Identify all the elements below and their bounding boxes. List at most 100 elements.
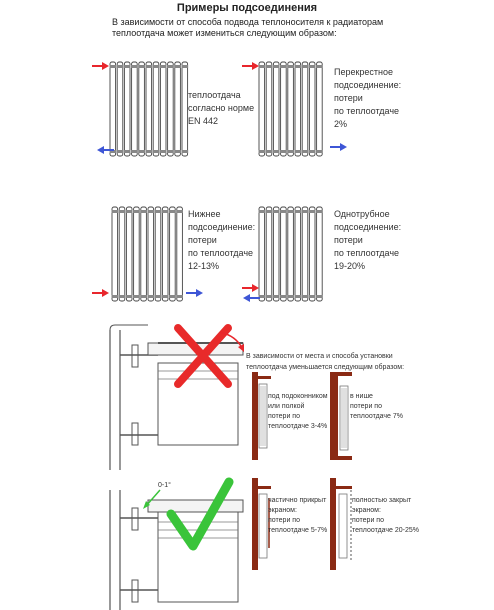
arrow-supply-2 [242,62,259,70]
radiator-collector [109,65,117,68]
radiator-collector [294,65,302,68]
radiator-fin [308,206,316,302]
radiator-collector [145,150,153,153]
radiator-fin [294,206,302,302]
radiator-collector [131,65,138,68]
radiator-fin [109,61,117,157]
radiator-bottom [111,206,183,302]
radiator-collector [294,210,302,213]
radiator-fin [308,61,316,157]
radiator-collector [116,65,124,68]
radiator-collector [138,65,145,68]
radiator-collector [280,210,287,213]
radiator-collector [308,295,316,298]
radiator-collector [287,65,294,68]
intro-text: В зависимости от способа подвода теплоно… [112,17,384,38]
radiator-collector [316,295,323,298]
radiator-fin [152,61,160,157]
placement-sill-icon [252,372,271,460]
radiator-collector [118,210,126,213]
radiator-collector [123,65,131,68]
radiator-collector [125,295,133,298]
radiator-collector [125,210,133,213]
radiator-collector [287,295,294,298]
radiator-collector [138,150,145,153]
radiator-fin [123,61,131,157]
radiator-fin [118,206,126,302]
radiator-fin [272,206,280,302]
label-one-pipe: Однотрубное подсоединение: потери по теп… [334,209,402,271]
radiator-collector [123,150,131,153]
radiator-cross [258,61,323,157]
radiator-collector [258,65,266,68]
radiator-collector [154,210,162,213]
radiator-collector [152,150,160,153]
radiator-collector [167,150,174,153]
radiator-collector [174,150,181,153]
placement-intro: В зависимости от места и способа установ… [246,353,405,371]
label-cross: Перекрестное подсоединение: потери по те… [334,67,402,129]
radiator-fin [145,61,153,157]
radiator-fin [181,61,189,157]
radiator-collector [265,295,273,298]
radiator-collector [133,295,140,298]
arrow-supply-1 [92,62,109,70]
label-partial-screen: частично прикрыт экраном: потери по тепл… [268,497,328,534]
radiator-fin [265,206,273,302]
radiator-fin [140,206,147,302]
arrow-return-3 [186,289,203,297]
radiator-fin [161,206,169,302]
radiator-collector [181,65,189,68]
radiator-collector [154,295,162,298]
radiator-collector [169,295,176,298]
radiator-fin [265,61,273,157]
radiator-fin [174,61,181,157]
radiator-collector [265,65,273,68]
radiator-fin [147,206,155,302]
radiator-fin [301,61,309,157]
radiator-collector [272,210,280,213]
radiator-collector [174,65,181,68]
radiator-collector [159,150,167,153]
radiator-collector [280,150,287,153]
radiator-fin [133,206,140,302]
radiator-collector [316,210,323,213]
radiator-collector [272,295,280,298]
radiator-collector [167,65,174,68]
arrow-supply-4 [242,284,259,292]
radiator-collector [145,65,153,68]
radiator-collector [265,210,273,213]
radiator-collector [181,150,189,153]
page-title: Примеры подсоединения [176,2,318,14]
angle-label: 0-1° [158,482,171,489]
radiator-fin [258,61,266,157]
radiator-collector [316,150,323,153]
radiator-collector [111,295,119,298]
arrow-pointer [219,331,244,352]
radiator-fin [176,206,183,302]
radiator-collector [140,295,147,298]
arrow-return-1 [97,146,114,154]
radiator-collector [258,210,266,213]
radiator-collector [159,65,167,68]
placement-partial-screen-icon [252,478,271,570]
radiator-collector [147,295,155,298]
radiator-collector [176,210,183,213]
radiator-collector [301,65,309,68]
radiator-collector [140,210,147,213]
radiator-collector [147,210,155,213]
radiator-collector [258,295,266,298]
radiator-collector [258,150,266,153]
label-bottom: Нижнее подсоединение: потери по теплоотд… [188,209,256,271]
radiator-fin [287,61,294,157]
radiator-collector [287,150,294,153]
radiator-collector [161,295,169,298]
radiator-fin [138,61,145,157]
radiator-collector [176,295,183,298]
label-standard: теплоотдача согласно норме EN 442 [188,90,255,126]
radiator-collector [301,150,309,153]
radiator-fin [167,61,174,157]
radiator-fin [159,61,167,157]
radiator-collector [301,210,309,213]
arrow-return-2 [330,143,347,151]
